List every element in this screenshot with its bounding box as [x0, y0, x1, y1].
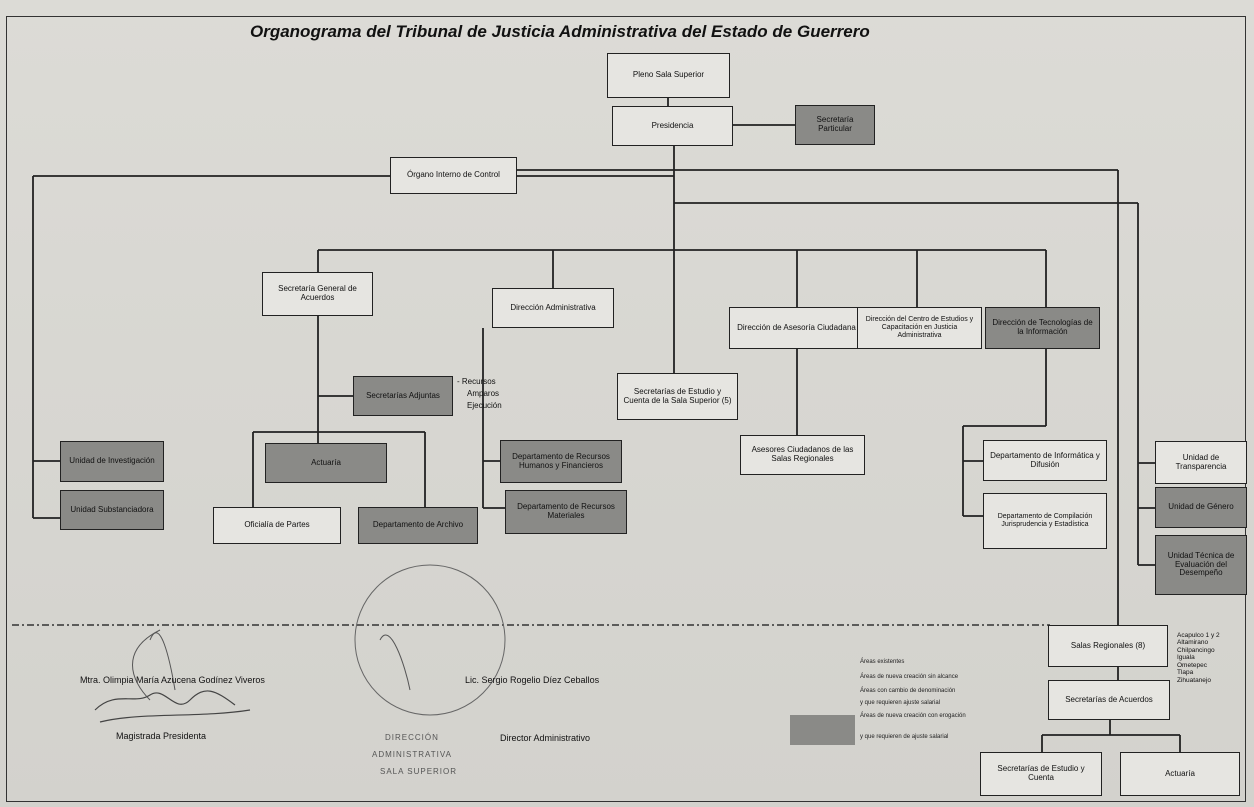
- legend-item: Áreas con cambio de denominación: [860, 688, 956, 694]
- box-secretaria-general-acuerdos: Secretaría General de Acuerdos: [262, 272, 373, 316]
- sala-item: Altamirano: [1177, 639, 1209, 647]
- box-salas-regionales: Salas Regionales (8): [1048, 625, 1168, 667]
- box-unidad-investigacion: Unidad de Investigación: [60, 441, 164, 482]
- sala-item: Zihuatanejo: [1177, 676, 1211, 684]
- legend-item: Áreas de nueva creación sin alcance: [860, 674, 959, 680]
- box-oficialia-partes: Oficialía de Partes: [213, 507, 341, 544]
- box-direccion-centro-estudios: Dirección del Centro de Estudios y Capac…: [857, 307, 982, 349]
- box-departamento-recursos-humanos: Departamento de Recursos Humanos y Finan…: [500, 440, 622, 483]
- chart-frame: [6, 16, 1246, 802]
- box-secretaria-particular: Secretaría Particular: [795, 105, 875, 145]
- legend-swatch-new: [790, 715, 855, 745]
- stamp-line: DIRECCIÓN: [385, 733, 439, 742]
- box-direccion-administrativa: Dirección Administrativa: [492, 288, 614, 328]
- adjuntas-note-ejecucion: Ejecución: [467, 401, 502, 410]
- box-actuaria: Actuaría: [265, 443, 387, 483]
- signature-right-role: Director Administrativo: [500, 733, 591, 743]
- legend-item: y que requieren de ajuste salarial: [860, 734, 949, 740]
- sala-item: Acapulco 1 y 2: [1177, 632, 1220, 639]
- sala-item: Ometepec: [1177, 661, 1207, 669]
- box-unidad-tecnica-evaluacion: Unidad Técnica de Evaluación del Desempe…: [1155, 535, 1247, 595]
- box-secretarias-estudio-cuenta: Secretarías de Estudio y Cuenta: [980, 752, 1102, 796]
- box-asesores-ciudadanos: Asesores Ciudadanos de las Salas Regiona…: [740, 435, 865, 475]
- box-direccion-tecnologias: Dirección de Tecnologías de la Informaci…: [985, 307, 1100, 349]
- box-departamento-archivo: Departamento de Archivo: [358, 507, 478, 544]
- box-direccion-asesoria-ciudadana: Dirección de Asesoría Ciudadana: [729, 307, 864, 349]
- box-actuaria-regional: Actuaría: [1120, 752, 1240, 796]
- box-departamento-informatica: Departamento de Informática y Difusión: [983, 440, 1107, 481]
- signature-left-name: Mtra. Olimpia María Azucena Godínez Vive…: [80, 675, 265, 685]
- signature-right-name: Lic. Sergio Rogelio Díez Ceballos: [465, 675, 600, 685]
- box-secretarias-acuerdos: Secretarías de Acuerdos: [1048, 680, 1170, 720]
- box-departamento-recursos-materiales: Departamento de Recursos Materiales: [505, 490, 627, 534]
- adjuntas-note-amparos: Amparos: [467, 389, 500, 398]
- sala-item: Iguala: [1177, 654, 1195, 662]
- signature-left-role: Magistrada Presidenta: [116, 731, 207, 741]
- box-secretarias-estudio-sala-superior: Secretarías de Estudio y Cuenta de la Sa…: [617, 373, 738, 420]
- box-unidad-transparencia: Unidad de Transparencia: [1155, 441, 1247, 484]
- box-organo-interno-control: Órgano Interno de Control: [390, 157, 517, 194]
- legend-item: Áreas de nueva creación con erogación: [860, 713, 966, 719]
- chart-title: Organograma del Tribunal de Justicia Adm…: [250, 22, 870, 41]
- box-departamento-compilacion: Departamento de Compilación Jurisprudenc…: [983, 493, 1107, 549]
- sala-item: Chilpancingo: [1177, 646, 1215, 654]
- stamp-line: ADMINISTRATIVA: [372, 750, 452, 759]
- stamp-line: SALA SUPERIOR: [380, 767, 458, 776]
- box-secretarias-adjuntas: Secretarías Adjuntas: [353, 376, 453, 416]
- box-unidad-substanciadora: Unidad Substanciadora: [60, 490, 164, 530]
- legend-item: Áreas existentes: [860, 659, 905, 665]
- adjuntas-note-recursos: - Recursos: [457, 377, 496, 386]
- box-presidencia: Presidencia: [612, 106, 733, 146]
- legend-item: y que requieren ajuste salarial: [860, 700, 941, 706]
- box-pleno-sala-superior: Pleno Sala Superior: [607, 53, 730, 98]
- box-unidad-genero: Unidad de Género: [1155, 487, 1247, 528]
- sala-item: Tlapa: [1177, 669, 1194, 677]
- salas-list: Acapulco 1 y 2 Altamirano Chilpancingo I…: [1177, 632, 1220, 684]
